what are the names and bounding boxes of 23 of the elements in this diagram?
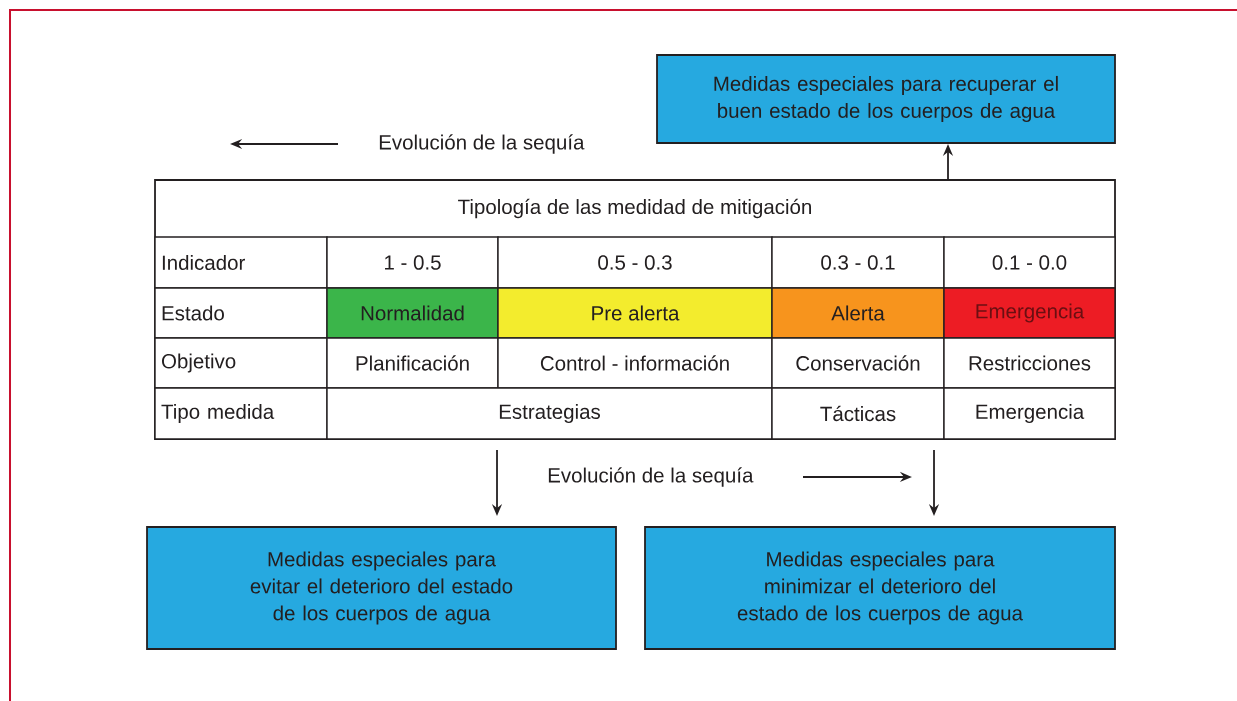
table-cell: Tipo medida	[154, 387, 328, 440]
direction-label: Evolución de la sequía	[548, 467, 754, 487]
table-cell: Conservación	[771, 337, 945, 389]
table-cell: Indicador	[154, 236, 328, 289]
table-cell: Objetivo	[154, 337, 328, 389]
table-cell: 0.1 - 0.0	[943, 236, 1116, 289]
direction-label: Evolución de la sequía	[379, 134, 585, 154]
table-cell: Control - información	[497, 337, 773, 389]
table-cell: 0.3 - 0.1	[771, 236, 945, 289]
measure-box: Medidas especiales para recuperar el buen estado de los cuerpos de agua	[656, 54, 1116, 144]
table-cell: 0.5 - 0.3	[497, 236, 773, 289]
table-cell: Normalidad	[326, 287, 499, 339]
table-cell: Restricciones	[943, 337, 1116, 389]
table-cell: Emergencia	[943, 387, 1116, 440]
table-cell: Planificación	[326, 337, 499, 389]
table-cell: Emergencia	[943, 287, 1116, 339]
table-cell: Estado	[154, 287, 328, 339]
table-cell: Tácticas	[771, 387, 945, 440]
table-cell: 1 - 0.5	[326, 236, 499, 289]
table-cell: Pre alerta	[497, 287, 773, 339]
table-cell: Alerta	[771, 287, 945, 339]
measure-box: Medidas especiales para evitar el deterioro del estado de los cuerpos de agua	[146, 526, 617, 650]
measure-box: Medidas especiales para minimizar el deterioro del estado de los cuerpos de agua	[644, 526, 1116, 650]
